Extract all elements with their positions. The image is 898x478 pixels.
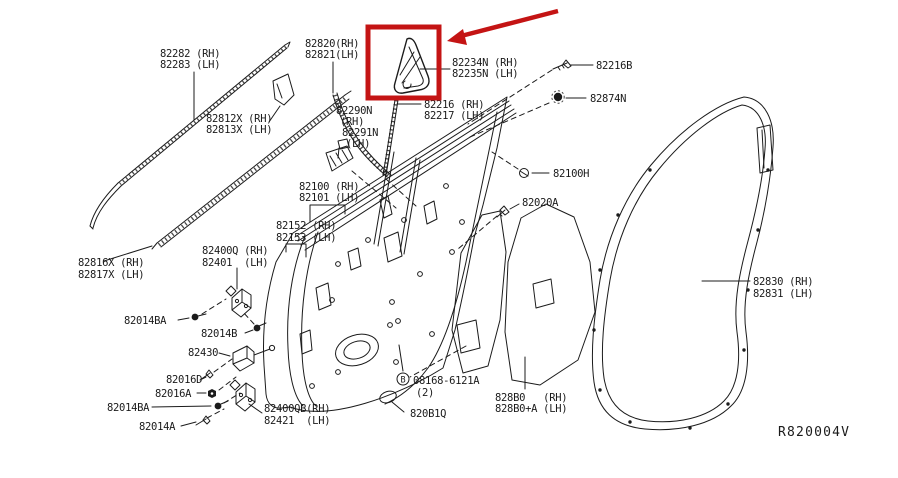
label-82400q-rh: 82400Q (RH) [202, 245, 268, 257]
label-08168-6121a: 08168-6121A [413, 375, 480, 387]
label-82820-rh: 82820(RH) [305, 38, 359, 50]
label-82291n: 82291N [342, 127, 378, 139]
label-ref-letter-b: B [400, 376, 405, 386]
label-82812x-rh: 82812X (RH) [206, 113, 272, 125]
label-82101-lh: 82101 (LH) [299, 192, 359, 204]
part-outer-weatherstrip [591, 96, 774, 431]
label-82216b: 82216B [596, 60, 632, 72]
label-82016d: 82016D [166, 374, 202, 386]
part-door-panel [263, 96, 517, 412]
label-828b0-rh: 828B0 (RH) [495, 392, 567, 404]
label-82016a: 82016A [155, 388, 192, 400]
highlight-annotation [365, 8, 559, 101]
screw-82020a-icon [496, 205, 510, 218]
label-82401-lh: 82401 (LH) [202, 257, 268, 269]
screw-82216b-icon [552, 59, 572, 71]
plug-820b1q-icon [379, 390, 397, 404]
nut-82016a-icon [208, 389, 216, 398]
bolt-82014ba-upper-icon [191, 313, 207, 321]
labels: 82282 (RH) 82283 (LH) 82812X (RH) 82813X… [78, 38, 850, 440]
screw-82014a-icon [195, 415, 211, 426]
panel-holes [309, 183, 465, 389]
part-hinge-lower [229, 379, 256, 412]
part-front-moulding [89, 41, 291, 230]
label-82020a: 82020A [522, 197, 559, 209]
construction-lines [201, 69, 553, 419]
label-82282-rh: 82282 (RH) [160, 48, 220, 60]
label-82290n-rh: (RH) [340, 116, 364, 128]
label-82153-lh: 82153 (LH) [276, 232, 336, 244]
screw-ref-callout: B 08168-6121A (2) [396, 372, 481, 399]
label-82831-lh: 82831 (LH) [753, 288, 813, 300]
label-82430: 82430 [188, 347, 218, 359]
label-82217-lh: 82217 (LH) [424, 110, 484, 122]
leader-lines [103, 61, 751, 427]
label-82291n-lh: (LH) [346, 138, 370, 150]
part-guide-rail [325, 138, 354, 172]
bolt-82014b-icon [253, 322, 267, 332]
label-82874n: 82874N [590, 93, 626, 105]
part-rear-sash [382, 99, 399, 176]
part-sealing-screen-small [451, 210, 507, 374]
label-82100-rh: 82100 (RH) [299, 181, 359, 193]
part-hinge-upper [225, 285, 252, 318]
part-corner-seal [393, 37, 430, 94]
part-sealing-screen-large [504, 203, 596, 386]
label-82283-lh: 82283 (LH) [160, 59, 220, 71]
label-828b0a-lh: 828B0+A (LH) [495, 403, 567, 415]
highlight-arrow-head [447, 29, 467, 45]
part-sash-moulding-patch [272, 73, 295, 106]
label-82821-lh: 82821(LH) [305, 49, 359, 61]
highlight-arrow-shaft [460, 8, 559, 39]
label-82014a: 82014A [139, 421, 176, 433]
diagram-ref-code: R820004V [778, 425, 850, 440]
label-82421-lh: 82421 (LH) [264, 415, 330, 427]
label-82290n: 82290N [336, 105, 372, 117]
label-82014b: 82014B [201, 328, 237, 340]
label-82014ba-lower: 82014BA [107, 402, 150, 414]
label-82014ba-upper: 82014BA [124, 315, 167, 327]
label-82813x-lh: 82813X (LH) [206, 124, 272, 136]
label-820b1q: 820B1Q [410, 408, 446, 420]
highlight-box [365, 24, 442, 101]
label-82816x-rh: 82816X (RH) [78, 257, 144, 269]
label-82235n-lh: 82235N (LH) [452, 68, 518, 80]
part-check-link [232, 344, 276, 372]
line-art [89, 37, 774, 431]
clip-82100h-icon [519, 168, 529, 178]
label-82400qb-rh: 82400QB(RH) [264, 403, 330, 415]
grommet-82874n-icon [551, 90, 565, 104]
part-inner-weatherstrip [151, 90, 352, 250]
label-82152-rh: 82152 (RH) [276, 220, 336, 232]
label-82817x-lh: 82817X (LH) [78, 269, 144, 281]
label-82830-rh: 82830 (RH) [753, 276, 813, 288]
label-82234n-rh: 82234N (RH) [452, 57, 518, 69]
label-82216-rh: 82216 (RH) [424, 99, 484, 111]
label-qty-2: (2) [416, 387, 434, 399]
weatherstrip-clip-dots [592, 168, 770, 430]
label-82100h: 82100H [553, 168, 589, 180]
